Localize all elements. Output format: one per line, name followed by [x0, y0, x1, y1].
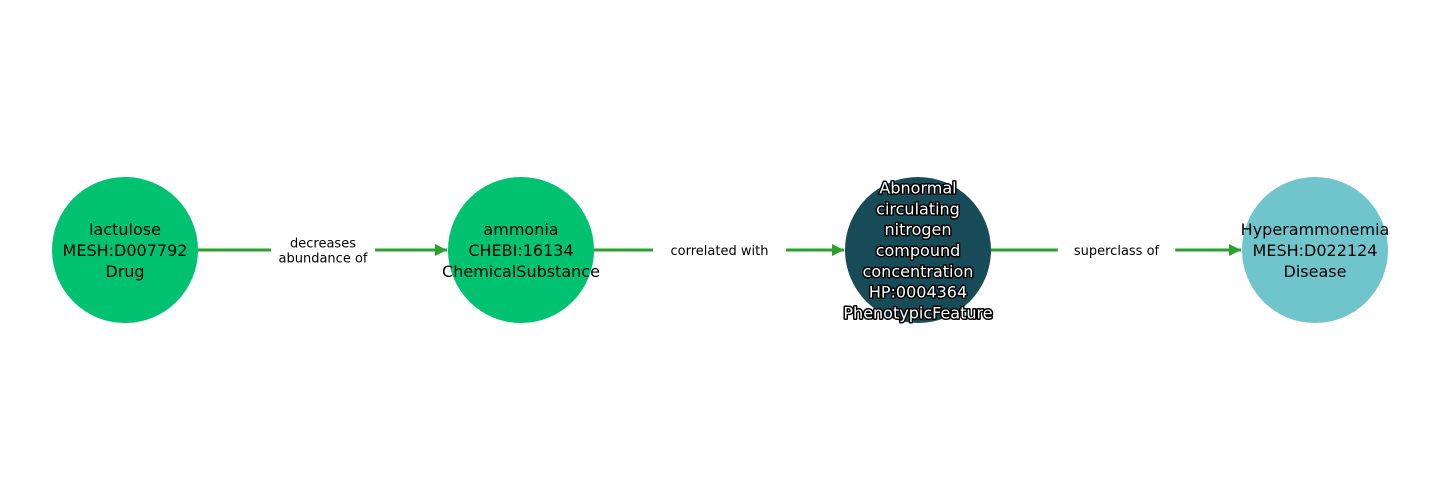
node-label: lactulose	[89, 220, 161, 239]
node-label: Drug	[105, 262, 144, 281]
node-label: Disease	[1284, 262, 1347, 281]
edge-label: superclass of	[1074, 244, 1160, 259]
edge-label: abundance of	[279, 252, 368, 267]
node-label: compound	[876, 241, 961, 260]
node-label: ammonia	[483, 220, 558, 239]
node-label: circulating	[876, 199, 960, 218]
edge-2: superclass of	[991, 244, 1241, 259]
edge-1: correlated with	[594, 244, 844, 259]
node-label: Abnormal	[879, 179, 956, 198]
node-label: ChemicalSubstance	[442, 262, 600, 281]
edge-label: correlated with	[671, 244, 769, 259]
node-circle[interactable]	[845, 177, 991, 323]
node-label: HP:0004364	[869, 283, 967, 302]
node-label: MESH:D007792	[63, 241, 188, 260]
edge-label: decreases	[290, 237, 356, 252]
node-label: MESH:D022124	[1253, 241, 1378, 260]
node-circle[interactable]	[1242, 177, 1388, 323]
node-label: CHEBI:16134	[468, 241, 573, 260]
node-label: nitrogen	[884, 220, 951, 239]
node-label: Hyperammonemia	[1241, 220, 1390, 239]
node-circle[interactable]	[448, 177, 594, 323]
node-label: PhenotypicFeature	[843, 303, 992, 322]
node-circle[interactable]	[52, 177, 198, 323]
node-label: concentration	[863, 262, 974, 281]
